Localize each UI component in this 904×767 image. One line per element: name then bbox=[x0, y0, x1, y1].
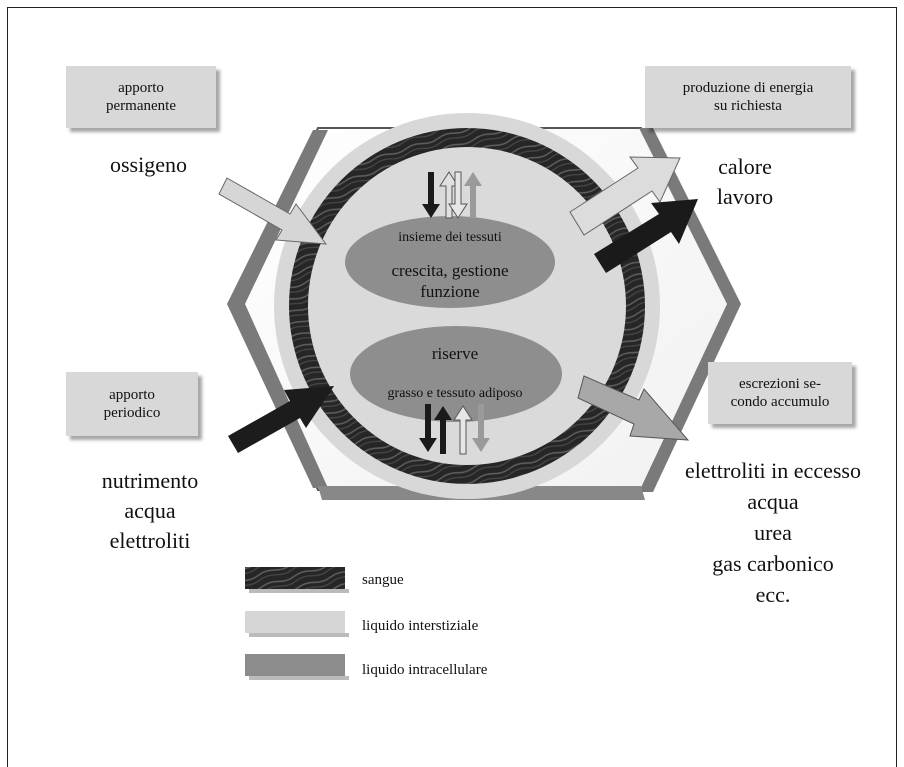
permanent-intake-line-2: permanente bbox=[106, 98, 176, 114]
heat-arrow bbox=[569, 156, 681, 236]
reserves-body: grasso e tessuto adiposo bbox=[387, 386, 523, 401]
periodic-intake-box: apporto periodico bbox=[66, 372, 198, 436]
food-label-nutrition: nutrimento bbox=[101, 468, 199, 493]
heat-label: calore bbox=[718, 154, 772, 179]
diagram-graphics bbox=[218, 113, 741, 680]
work-label: lavoro bbox=[716, 184, 774, 209]
tissues-ellipse bbox=[345, 216, 555, 308]
legend-label-intracellular: liquido intracellulare bbox=[362, 662, 488, 678]
legend-label-interstitial: liquido interstiziale bbox=[362, 618, 479, 634]
legend-label-blood: sangue bbox=[362, 572, 404, 588]
energy-production-line-1: produzione di energia bbox=[682, 80, 814, 96]
legend-swatch-blood bbox=[245, 567, 345, 589]
excretion-output-labels: elettroliti in eccesso acqua urea gas ca… bbox=[658, 455, 888, 610]
work-arrow bbox=[594, 199, 698, 273]
excretion-box-line-2: condo accumulo bbox=[730, 394, 830, 410]
energy-production-line-2: su richiesta bbox=[714, 98, 782, 114]
tissues-body: crescita, gestione funzione bbox=[345, 260, 555, 302]
permanent-intake-line-1: apporto bbox=[118, 80, 164, 96]
water-label: acqua bbox=[747, 489, 799, 514]
oxygen-label: ossigeno bbox=[110, 152, 187, 177]
tissues-title: insieme dei tessuti bbox=[398, 230, 502, 245]
permanent-intake-box: apporto permanente bbox=[66, 66, 216, 128]
tissues-body-line-1: crescita, gestione bbox=[391, 261, 509, 280]
etc-label: ecc. bbox=[755, 582, 791, 607]
periodic-intake-line-1: apporto bbox=[109, 387, 155, 403]
energy-production-box: produzione di energia su richiesta bbox=[645, 66, 851, 128]
reserve-exchange-arrows bbox=[419, 404, 490, 455]
reserves-title: riserve bbox=[431, 344, 479, 363]
legend-swatch-interstitial bbox=[245, 611, 345, 633]
tissues-body-line-2: funzione bbox=[420, 282, 480, 301]
food-label-water: acqua bbox=[124, 498, 176, 523]
excretion-box-line-1: escrezioni se- bbox=[738, 376, 822, 392]
excretion-box: escrezioni se- condo accumulo bbox=[708, 362, 852, 424]
nutrition-arrow bbox=[228, 386, 334, 453]
diagram-frame bbox=[7, 7, 897, 767]
excess-electrolytes-label: elettroliti in eccesso bbox=[685, 458, 861, 483]
carbon-dioxide-label: gas carbonico bbox=[712, 551, 834, 576]
oxygen-arrow bbox=[218, 177, 328, 245]
excretion-arrow bbox=[577, 375, 690, 441]
energy-output-labels: calore lavoro bbox=[700, 152, 790, 212]
food-labels: nutrimento acqua elettroliti bbox=[84, 466, 216, 556]
legend-swatch-intracellular bbox=[245, 654, 345, 676]
reserves-ellipse bbox=[350, 326, 562, 422]
periodic-intake-line-2: periodico bbox=[103, 405, 161, 421]
urea-label: urea bbox=[754, 520, 792, 545]
food-label-electrolytes: elettroliti bbox=[109, 528, 191, 553]
tissue-exchange-arrows bbox=[422, 171, 482, 219]
